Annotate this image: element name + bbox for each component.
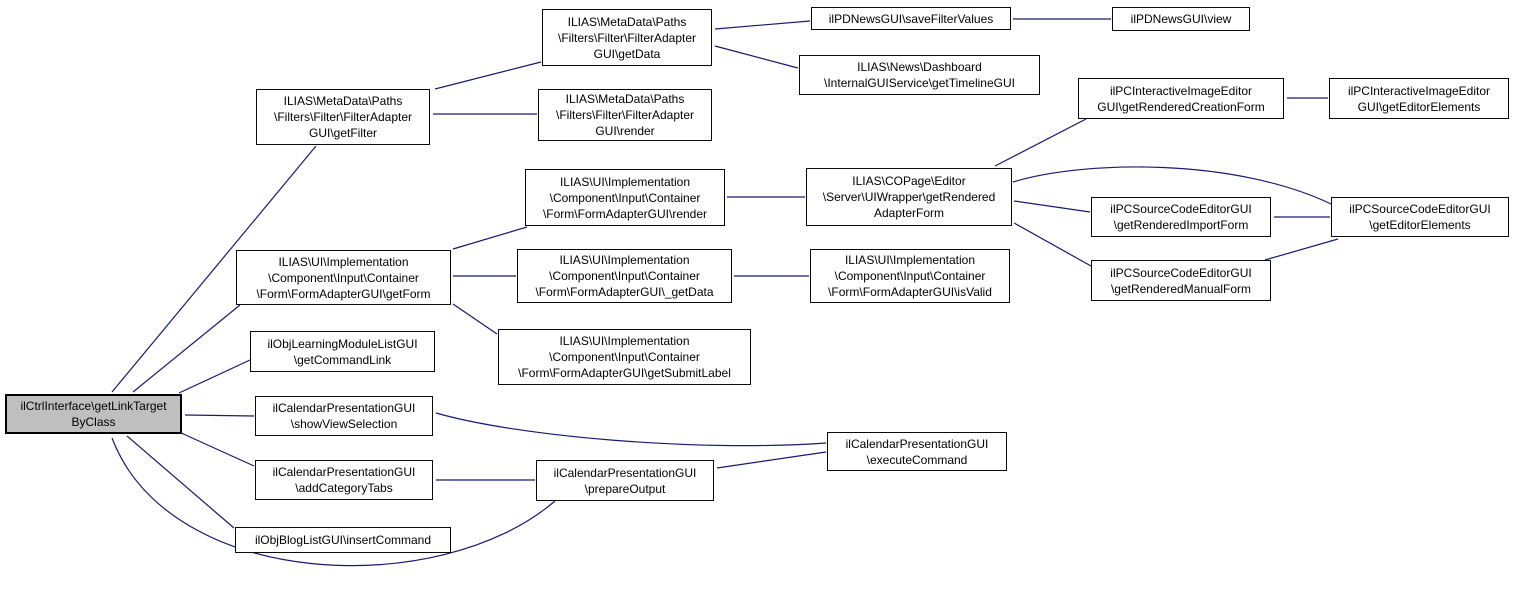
node-label-line: \addCategoryTabs [295,481,393,495]
node-label-line: ilObjBlogListGUI\insertCommand [254,533,432,547]
edge-cal_showview-to-main [184,414,255,417]
node-label-line: GUI\getFilter [308,126,377,140]
node-label-line: ilCalendarPresentationGUI [272,401,416,415]
node-label-line: \Filters\Filter\FilterAdapter [557,30,697,45]
node-ui_isvalid[interactable]: ILIAS\UI\Implementation \Component\Input\… [810,249,1010,303]
node-ui_getform[interactable]: ILIAS\UI\Implementation\Component\Input\… [236,250,451,305]
edge-cal_execute-to-cal_prepare [716,451,827,469]
edge-savefiltervalues-to-md_getdata [714,20,811,30]
node-label-line: ILIAS\MetaData\Paths [565,92,685,106]
edge-pcsc_import-to-copage_adapter [1013,200,1091,213]
node-copage_adapter[interactable]: ILIAS\COPage\Editor \Server\UIWrapper\get… [806,168,1012,226]
node-label-line: \Component\Input\Container [549,350,700,364]
node-label-line: ilCalendarPresentationGUI [272,465,416,479]
node-label-line: ILIAS\UI\Implementation [278,254,409,269]
node-blog_insert[interactable]: ilObjBlogListGUI\insertCommand [235,527,451,553]
node-pcsc_import[interactable]: ilPCSourceCodeEditorGUI \getRenderedImpor… [1091,197,1271,237]
node-label-line: ilPDNewsGUI\view [1130,12,1232,26]
edge-pcii_creation-to-copage_adapter [994,118,1087,167]
node-label-line: ILIAS\UI\Implementation [559,174,691,189]
node-label-line: ILIAS\MetaData\Paths [567,14,687,29]
node-label-line: \InternalGUIService\getTimelineGUI [824,76,1015,90]
edge-ui_getform-to-main [132,304,241,393]
node-cal_execute[interactable]: ilCalendarPresentationGUI\executeCommand [827,432,1007,471]
edge-timeline-to-md_getdata [714,45,799,69]
node-label-line: \getRenderedManualForm [1110,281,1252,296]
node-label-line: \Component\Input\Container [268,270,419,285]
node-label-line: ilPCSourceCodeEditorGUI [1110,265,1252,280]
node-label-line: \getCommandLink [293,352,392,367]
node-cal_addcat[interactable]: ilCalendarPresentationGUI \addCategoryTab… [255,460,433,500]
node-label-line: \getRenderedImportForm [1113,218,1249,232]
node-md_getfilter[interactable]: ILIAS\MetaData\Paths \Filters\Filter\Filt… [256,89,430,145]
node-label-line: GUI\getRenderedCreationForm [1097,99,1265,114]
edge-md_getdata-to-md_getfilter [434,61,542,90]
node-label-line: ILIAS\COPage\Editor [852,174,966,188]
node-label-line: \Form\FormAdapterGUI\render [542,206,708,221]
node-label-line: ilPDNewsGUI\saveFilterValues [828,11,994,26]
node-label-line: ilPCInteractiveImageEditor [1109,83,1253,98]
node-label-line: \executeCommand [866,452,968,467]
node-label-line: ilPCSourceCodeEditorGUI [1110,202,1252,216]
node-label-line: ilPCSourceCodeEditorGUI [1349,202,1491,216]
node-label-line: \Filters\Filter\FilterAdapter [555,108,695,122]
node-label-line: ILIAS\UI\Implementation [844,253,976,267]
node-ui_render[interactable]: ILIAS\UI\Implementation\Component\Input\… [525,169,725,226]
node-label-line: \Server\UIWrapper\getRendered [822,190,996,204]
node-label-line: GUI\getEditorElements [1357,99,1481,114]
node-label-line: ILIAS\UI\Implementation [559,334,690,348]
node-label-line: ilPCInteractiveImageEditor [1347,83,1491,98]
node-label-line: \Component\Input\Container [549,190,701,205]
node-label-line: \Form\FormAdapterGUI\isValid [828,285,992,299]
node-label-line: \Form\FormAdapterGUI\_getData [535,285,714,299]
node-cal_showview[interactable]: ilCalendarPresentationGUI \showViewSelect… [255,396,433,436]
edge-cal_addcat-to-main [178,431,255,467]
edge-pcsc_manual-to-copage_adapter [1013,222,1092,267]
node-label-line: ilObjLearningModuleListGUI [267,336,418,351]
node-lm_getcommandlink[interactable]: ilObjLearningModuleListGUI\getCommandLin… [250,331,435,372]
node-label-line: GUI\getData [593,46,661,61]
node-label-line: \Form\FormAdapterGUI\getSubmitLabel [518,366,731,380]
edge-cal_execute-to-cal_showview [435,412,827,447]
node-label-line: ILIAS\UI\Implementation [559,253,690,267]
edge-ui_render-to-ui_getform [452,226,528,250]
node-label-line: GUI\render [595,124,655,138]
edge-pcsc_editorelements-to-pcsc_manual [1264,238,1339,261]
node-cal_prepare[interactable]: ilCalendarPresentationGUI\prepareOutput [536,460,714,501]
node-label-line: \getEditorElements [1369,218,1471,232]
node-label-line: \Filters\Filter\FilterAdapter [273,110,413,124]
node-pcsc_manual[interactable]: ilPCSourceCodeEditorGUI\getRenderedManua… [1091,260,1271,301]
node-label-line: AdapterForm [873,206,945,220]
node-label-line: ILIAS\News\Dashboard [857,60,982,74]
node-label-line: \prepareOutput [584,481,666,496]
node-label-line: ILIAS\MetaData\Paths [283,94,403,108]
edge-ui_getsubmitlabel-to-ui_getform [452,303,498,335]
node-label-line: ilCtrlInterface\getLinkTarget [20,399,167,413]
node-label-line: ByClass [71,415,116,429]
node-md_getdata[interactable]: ILIAS\MetaData\Paths\Filters\Filter\Filt… [542,9,712,66]
node-label-line: \Form\FormAdapterGUI\getForm [256,286,431,301]
node-label-line: \Component\Input\Container [549,269,700,283]
node-label-line: \showViewSelection [290,417,398,431]
node-ui_getsubmitlabel[interactable]: ILIAS\UI\Implementation \Component\Input\… [498,329,751,385]
node-label-line: \Component\Input\Container [834,269,986,283]
node-label-line: ilCalendarPresentationGUI [845,436,989,451]
edge-blog_insert-to-main [126,435,235,529]
node-view[interactable]: ilPDNewsGUI\view [1112,7,1250,31]
node-ui_getdata[interactable]: ILIAS\UI\Implementation \Component\Input\… [517,249,732,303]
node-pcsc_editorelements[interactable]: ilPCSourceCodeEditorGUI \getEditorElement… [1331,197,1509,237]
node-savefiltervalues[interactable]: ilPDNewsGUI\saveFilterValues [811,7,1011,30]
node-timeline[interactable]: ILIAS\News\Dashboard \InternalGUIService\… [799,55,1040,95]
edge-lm_getcommandlink-to-main [178,359,251,394]
node-label-line: ilCalendarPresentationGUI [553,465,697,480]
node-md_render[interactable]: ILIAS\MetaData\Paths \Filters\Filter\Filt… [538,89,712,141]
